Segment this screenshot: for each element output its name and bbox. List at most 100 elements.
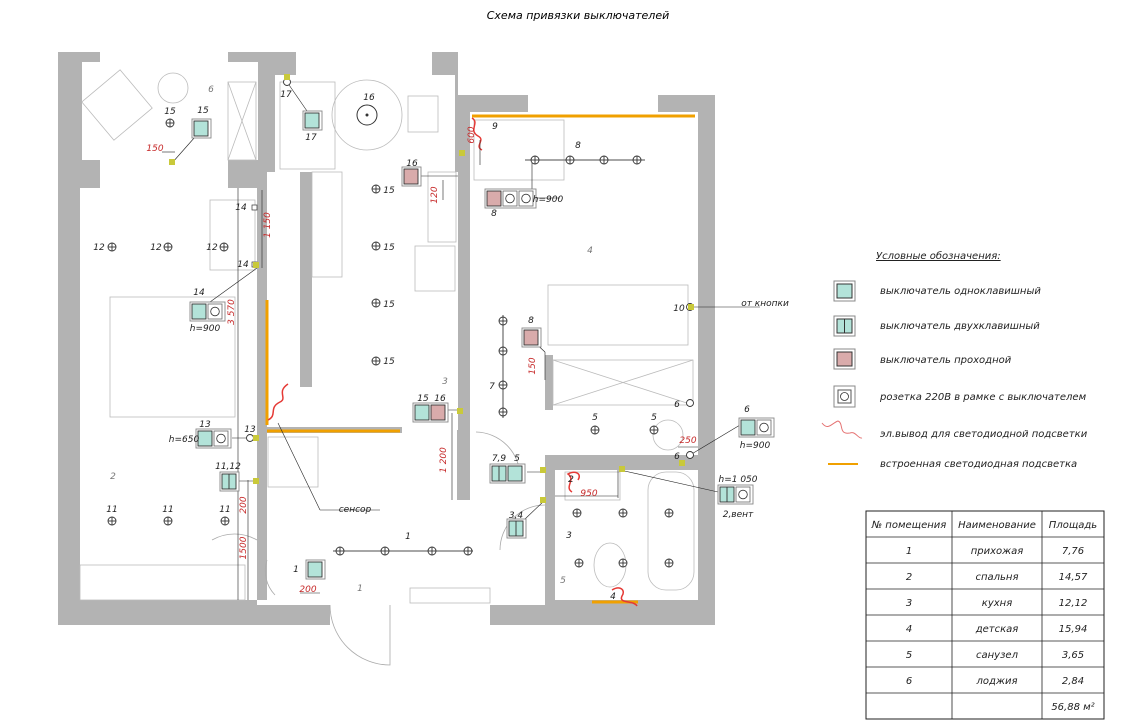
table-cell: 7,76 [1062, 546, 1084, 557]
ceiling-light-icon [664, 558, 674, 568]
sheet-title: Схема привязки выключателей [487, 9, 670, 22]
junction-box-icon [540, 497, 546, 503]
plan-label: 150 [146, 144, 163, 154]
tracks [333, 159, 645, 552]
ceiling-light-icon [664, 508, 674, 518]
plan-label: 3 [442, 377, 448, 387]
ceiling-light-icon [530, 155, 540, 165]
switch-block[interactable] [195, 428, 232, 449]
ceiling-light-icon [219, 242, 229, 252]
socket-icon [735, 486, 751, 503]
switch-block[interactable] [412, 402, 449, 423]
switch-block[interactable] [506, 518, 527, 539]
plan-label: 15 [383, 186, 395, 196]
plan-label: от кнопки [741, 299, 789, 309]
table-cell: 2,84 [1062, 676, 1084, 687]
double-switch-icon [833, 315, 856, 337]
pass-switch-icon [523, 329, 539, 346]
plan-label: 16 [406, 159, 418, 169]
plan-label: 5 [560, 576, 566, 586]
junction-box-icon [284, 74, 290, 80]
socket-icon [833, 385, 856, 408]
switch-block[interactable] [521, 327, 542, 348]
junction-box-icon [169, 159, 175, 165]
plan-label: 17 [280, 90, 292, 100]
table-cell: лоджия [976, 676, 1018, 687]
switch-block[interactable] [401, 166, 422, 187]
ceiling-light-icon [427, 546, 437, 556]
switch-block[interactable] [484, 188, 537, 209]
junction-box-icon [688, 304, 694, 310]
ceiling-light-icon [163, 516, 173, 526]
switches [189, 110, 775, 580]
ceiling-light-icon [599, 155, 609, 165]
pendant-light-icon [356, 104, 378, 126]
plan-label: 13 [199, 420, 211, 430]
plan-label: 4 [610, 592, 616, 602]
plan-label: 3 [566, 531, 572, 541]
plan-label: 1 [405, 532, 411, 542]
table-header: Наименование [958, 520, 1036, 531]
table-cell: 12,12 [1059, 598, 1088, 609]
dimension-lines [162, 81, 760, 600]
room-bathroom [555, 470, 698, 600]
socket-icon [213, 430, 229, 447]
plan-label: 200 [239, 496, 249, 513]
junction-box-icon [619, 466, 625, 472]
switch-block[interactable] [489, 463, 526, 484]
socket-icon [518, 190, 534, 207]
switch-block[interactable] [717, 484, 754, 505]
plan-label: 11 [219, 505, 230, 515]
plan-label: 1500 [239, 536, 249, 559]
plan-label: 3,4 [509, 511, 524, 521]
plan-label: 13 [244, 425, 256, 435]
table-cell: детская [975, 624, 1019, 635]
plan-label: 11 [106, 505, 117, 515]
led-wire-icon [821, 420, 863, 439]
switch-block[interactable] [219, 471, 240, 492]
plan-label: 1 150 [263, 212, 273, 238]
plan-label: 14 [237, 260, 249, 270]
switch-block[interactable] [305, 559, 326, 580]
socket-icon [207, 303, 223, 320]
plan-label: h=900 [740, 441, 771, 451]
room-living [275, 75, 455, 172]
single-switch-icon [740, 419, 756, 436]
ceiling-light-icon [371, 184, 381, 194]
wall-light-icon [686, 399, 694, 407]
wall-light-icon [686, 451, 694, 459]
ceiling-light-icon [498, 407, 508, 417]
switch-block[interactable] [191, 118, 212, 139]
switch-block[interactable] [189, 301, 226, 322]
plan-label: 6 [744, 405, 750, 415]
junction-box-icon [253, 435, 259, 441]
table-cell: кухня [982, 598, 1012, 609]
table-cell: 4 [906, 624, 912, 635]
switch-block[interactable] [302, 110, 323, 131]
plan-label: 2 [568, 475, 574, 485]
plan-label: 16 [434, 394, 446, 404]
plan-label: 150 [528, 357, 538, 374]
single-switch-icon [414, 404, 430, 421]
pass-switch-icon [486, 190, 502, 207]
legend-label: эл.вывод для светодиодной подсветки [880, 429, 1088, 440]
single-switch-icon [304, 112, 320, 129]
table-cell: спальня [975, 572, 1018, 583]
table-cell: 14,57 [1059, 572, 1088, 583]
legend-label: выключатель двухклавишный [880, 321, 1040, 332]
ceiling-light-icon [380, 546, 390, 556]
ceiling-light-icon [649, 425, 659, 435]
plan-label: 1 200 [439, 447, 449, 473]
switch-block[interactable] [738, 417, 775, 438]
plan-label: 17 [305, 133, 317, 143]
ceiling-light-icon [498, 346, 508, 356]
rooms [80, 52, 698, 605]
junction-box-icon [253, 478, 259, 484]
ceiling-light-icon [220, 516, 230, 526]
legend-label: розетка 220В в рамке с выключателем [879, 392, 1087, 403]
plan-label: h=650 [169, 435, 200, 445]
plan-label: 16 [363, 93, 375, 103]
ceiling-light-icon [618, 508, 628, 518]
